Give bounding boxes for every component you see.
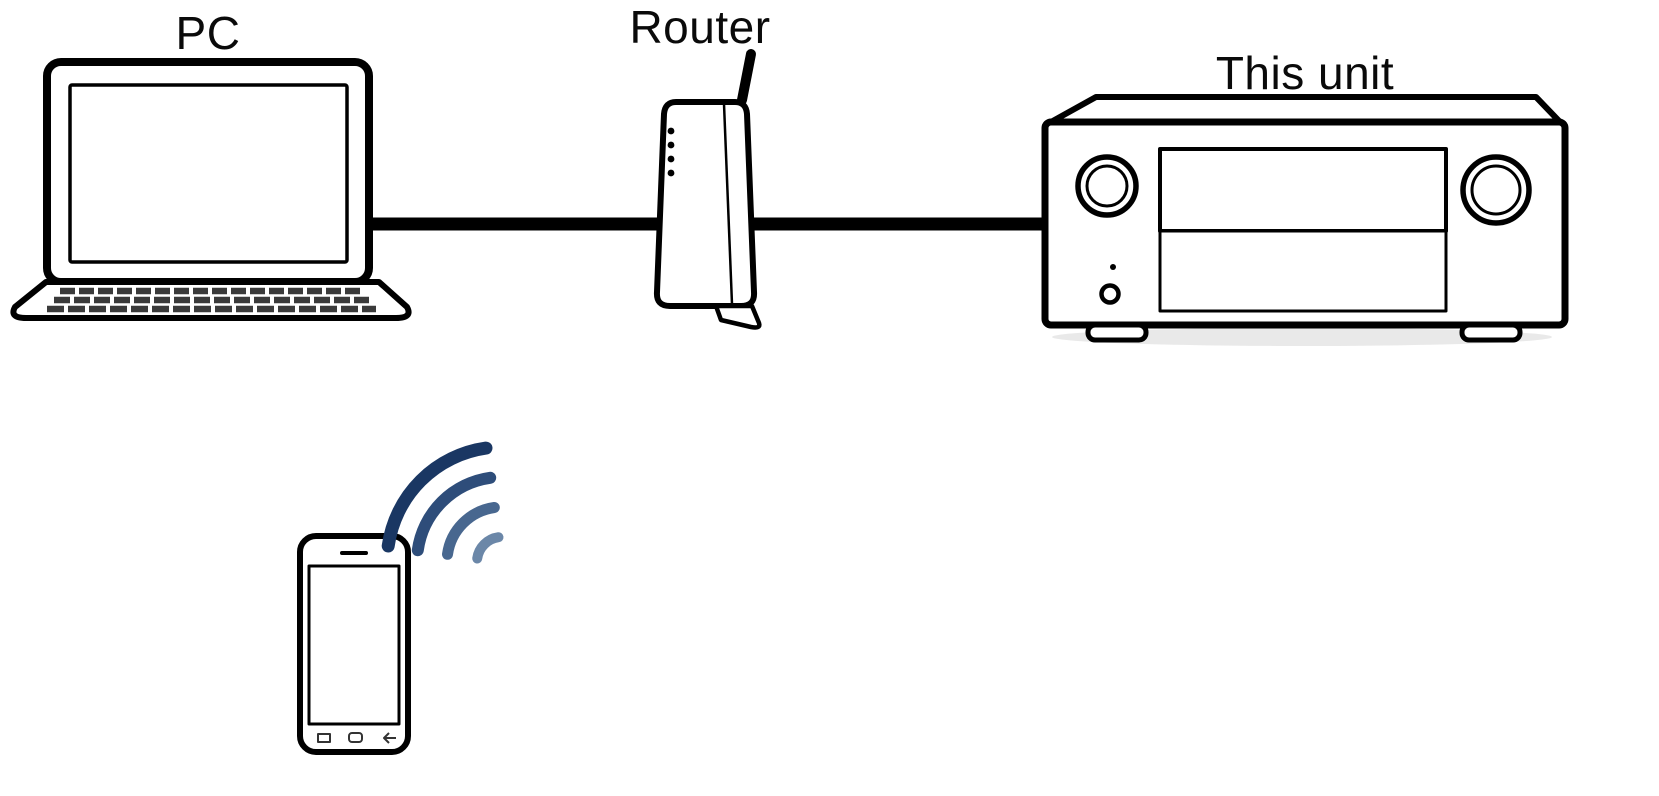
wifi-arc-1 bbox=[472, 532, 504, 564]
this-unit-label: This unit bbox=[1215, 47, 1395, 99]
wifi-signal-icon bbox=[381, 441, 504, 564]
router-icon bbox=[653, 49, 762, 330]
pc-label: PC bbox=[175, 7, 241, 59]
smartphone-icon bbox=[297, 533, 411, 755]
wifi-arc-3 bbox=[411, 471, 497, 557]
receiver-icon bbox=[1041, 94, 1569, 346]
router-label: Router bbox=[629, 1, 771, 53]
laptop-icon bbox=[10, 58, 412, 321]
wifi-arc-2 bbox=[442, 502, 500, 560]
wifi-arc-4 bbox=[381, 441, 493, 553]
